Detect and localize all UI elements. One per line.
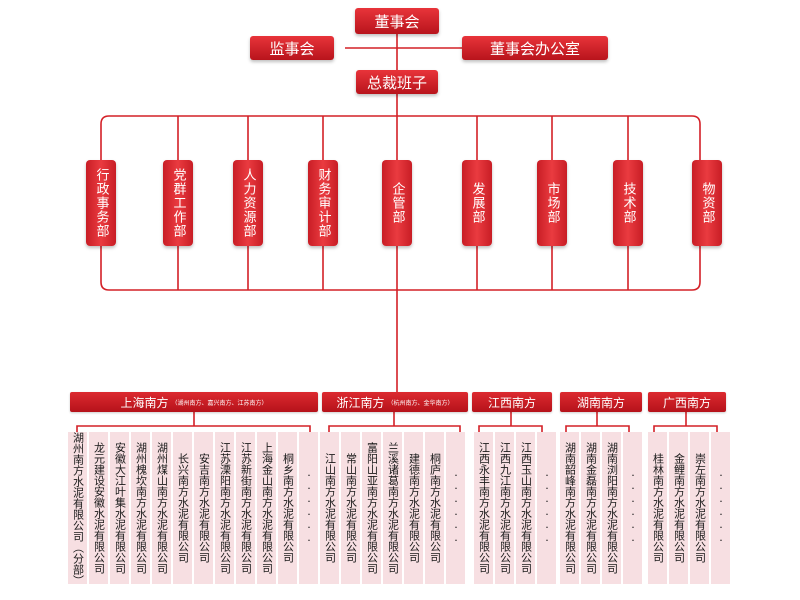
- company-item: 湖南金磊南方水泥有限公司: [581, 432, 600, 584]
- executive-team-box: 总裁班子: [356, 70, 438, 94]
- region-name: 上海南方: [120, 395, 169, 410]
- company-item: 安吉南方水泥有限公司: [194, 432, 213, 584]
- company-item: 湖州南方水泥有限公司（分部）: [68, 432, 87, 584]
- region-name: 湖南南方: [576, 395, 625, 410]
- dept-admin: 行政事务部: [86, 160, 116, 246]
- dept-technology: 技术部: [613, 160, 643, 246]
- company-item: 湖州煤山南方水泥有限公司: [152, 432, 171, 584]
- region-subtitle: （杭州南方、金华南方）: [387, 399, 454, 407]
- company-item: 湖南浏阳南方水泥有限公司: [602, 432, 621, 584]
- company-item: 常山南方水泥有限公司: [341, 432, 360, 584]
- company-item: 桐乡南方水泥有限公司: [278, 432, 297, 584]
- dept-materials: 物资部: [692, 160, 722, 246]
- company-item: 江西玉山南方水泥有限公司: [516, 432, 535, 584]
- company-item: 江苏新街南方水泥有限公司: [236, 432, 255, 584]
- company-item: 崇左南方水泥有限公司: [690, 432, 709, 584]
- company-item: 江苏溧阳南方水泥有限公司: [215, 432, 234, 584]
- company-item: 安徽大江叶集水泥有限公司: [110, 432, 129, 584]
- region-name: 广西南方: [662, 395, 711, 410]
- company-item: 湖州槐坎南方水泥有限公司: [131, 432, 150, 584]
- region-hunan: 湖南南方: [560, 392, 642, 412]
- company-item: 桐庐南方水泥有限公司: [425, 432, 444, 584]
- company-more: ······: [446, 432, 465, 584]
- region-name: 浙江南方: [336, 395, 385, 410]
- company-item: 建德南方水泥有限公司: [404, 432, 423, 584]
- board-box: 董事会: [355, 8, 439, 34]
- region-zhejiang: 浙江南方 （杭州南方、金华南方）: [322, 392, 468, 412]
- company-item: 桂林南方水泥有限公司: [648, 432, 667, 584]
- region-subtitle: （湖州南方、嘉兴南方、江苏南方）: [171, 399, 268, 407]
- company-item: 兰溪诸葛南方水泥有限公司: [383, 432, 402, 584]
- dept-management: 企管部: [382, 160, 412, 246]
- dept-finance-audit: 财务审计部: [308, 160, 338, 246]
- company-item: 江山南方水泥有限公司: [320, 432, 339, 584]
- dept-hr: 人力资源部: [233, 160, 263, 246]
- company-item: 江西永丰南方水泥有限公司: [474, 432, 493, 584]
- company-item: 长兴南方水泥有限公司: [173, 432, 192, 584]
- region-name: 江西南方: [487, 395, 536, 410]
- company-more: ······: [623, 432, 642, 584]
- supervisory-board-box: 监事会: [250, 36, 334, 60]
- dept-party: 党群工作部: [163, 160, 193, 246]
- company-item: 上海金山南方水泥有限公司: [257, 432, 276, 584]
- company-more: ······: [299, 432, 318, 584]
- region-guangxi: 广西南方: [648, 392, 726, 412]
- region-shanghai: 上海南方 （湖州南方、嘉兴南方、江苏南方）: [70, 392, 318, 412]
- company-item: 湖南韶峰南方水泥有限公司: [560, 432, 579, 584]
- dept-development: 发展部: [462, 160, 492, 246]
- company-item: 江西九江南方水泥有限公司: [495, 432, 514, 584]
- company-item: 金鲤南方水泥有限公司: [669, 432, 688, 584]
- dept-marketing: 市场部: [537, 160, 567, 246]
- board-office-box: 董事会办公室: [462, 36, 608, 60]
- company-item: 龙元建设安徽水泥有限公司: [89, 432, 108, 584]
- company-item: 富阳山亚南方水泥有限公司: [362, 432, 381, 584]
- company-more: ······: [537, 432, 556, 584]
- company-more: ······: [711, 432, 730, 584]
- region-jiangxi: 江西南方: [472, 392, 552, 412]
